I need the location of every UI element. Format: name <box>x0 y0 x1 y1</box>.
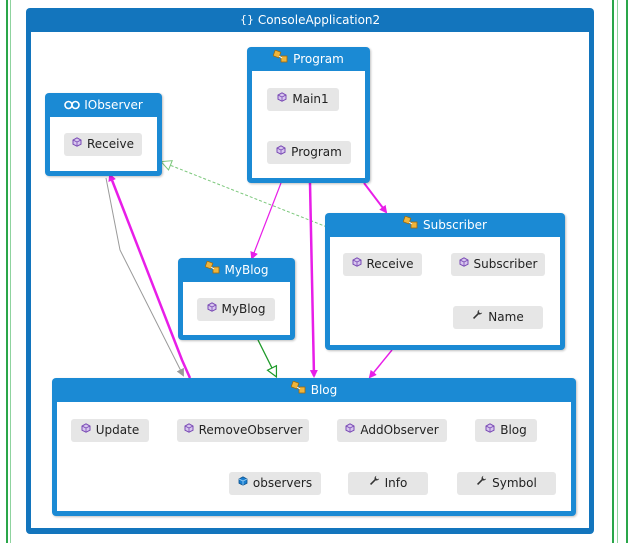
node-blog-blog[interactable]: Blog <box>475 419 537 442</box>
group-myblog-header: MyBlog <box>178 258 295 282</box>
method-icon <box>72 132 82 155</box>
class-icon <box>402 214 419 238</box>
method-icon <box>485 418 495 441</box>
node-program-program[interactable]: Program <box>267 141 351 164</box>
node-blog-removeobserver[interactable]: RemoveObserver <box>177 419 309 442</box>
node-subscriber-subscriber[interactable]: Subscriber <box>451 253 545 276</box>
left-window-edge <box>6 0 8 543</box>
class-icon <box>204 259 221 283</box>
right-window-edge-outer <box>626 0 628 543</box>
node-label: Receive <box>87 137 134 151</box>
property-wrench-icon <box>369 471 380 494</box>
node-label: observers <box>252 476 313 490</box>
group-myblog-title: MyBlog <box>224 263 269 277</box>
node-subscriber-receive[interactable]: Receive <box>343 253 422 276</box>
node-blog-addobserver[interactable]: AddObserver <box>337 419 447 442</box>
method-icon <box>184 418 194 441</box>
group-program-title: Program <box>293 52 344 66</box>
method-icon <box>352 252 362 275</box>
group-program-header: Program <box>247 47 370 71</box>
node-label: Receive <box>366 257 414 271</box>
node-blog-symbol[interactable]: Symbol <box>457 472 556 495</box>
node-blog-observers[interactable]: observers <box>229 472 321 495</box>
property-wrench-icon <box>472 305 483 328</box>
node-label: Main1 <box>292 92 329 106</box>
node-label: RemoveObserver <box>198 423 303 437</box>
node-label: Update <box>95 423 140 437</box>
namespace-icon: {} <box>240 9 254 33</box>
node-blog-update[interactable]: Update <box>71 419 149 442</box>
node-label: Info <box>384 476 408 490</box>
node-program-main1[interactable]: Main1 <box>267 88 339 111</box>
node-label: AddObserver <box>360 423 439 437</box>
left-window-edge-inner <box>10 0 11 543</box>
class-icon <box>272 48 289 72</box>
method-icon <box>81 418 91 441</box>
property-wrench-icon <box>476 471 487 494</box>
method-icon <box>345 418 355 441</box>
group-subscriber[interactable]: Subscriber <box>325 213 565 350</box>
node-label: Symbol <box>492 476 537 490</box>
node-label: Program <box>291 145 342 159</box>
node-subscriber-name[interactable]: Name <box>453 306 543 329</box>
right-window-edge <box>612 0 614 543</box>
node-label: MyBlog <box>221 302 266 316</box>
svg-text:{}: {} <box>240 13 254 25</box>
group-subscriber-title: Subscriber <box>423 218 487 232</box>
node-myblog-myblog[interactable]: MyBlog <box>197 298 275 321</box>
method-icon <box>277 87 287 110</box>
node-label: Blog <box>500 423 527 437</box>
namespace-header: {} ConsoleApplication2 <box>26 8 594 32</box>
node-label: Subscriber <box>473 257 538 271</box>
class-icon <box>290 379 307 403</box>
field-icon <box>238 471 248 494</box>
node-label: Name <box>488 310 524 324</box>
node-blog-info[interactable]: Info <box>348 472 428 495</box>
group-iobserver-header: IObserver <box>45 93 162 117</box>
namespace-title: ConsoleApplication2 <box>257 13 381 27</box>
right-window-edge-inner <box>617 0 618 543</box>
method-icon <box>459 252 469 275</box>
node-iobserver-receive[interactable]: Receive <box>64 133 142 156</box>
group-blog-header: Blog <box>52 378 576 402</box>
group-iobserver-title: IObserver <box>84 98 143 112</box>
method-icon <box>276 140 286 163</box>
interface-icon <box>64 94 81 118</box>
group-blog-title: Blog <box>310 383 338 397</box>
group-blog[interactable]: Blog <box>52 378 576 516</box>
group-subscriber-header: Subscriber <box>325 213 565 237</box>
method-icon <box>207 297 217 320</box>
